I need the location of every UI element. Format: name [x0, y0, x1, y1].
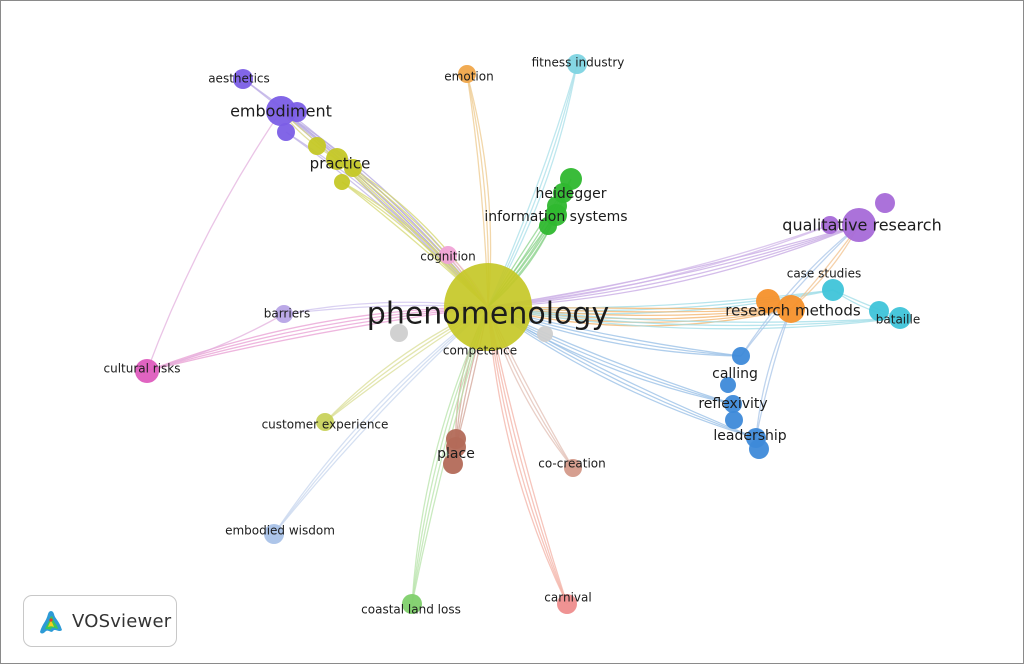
link-phenomenology-cultural-risks [146, 306, 489, 372]
node-practice[interactable] [326, 148, 348, 170]
node-cultural-risks[interactable] [135, 359, 159, 383]
node-qualitative-2[interactable] [875, 193, 895, 213]
label-coastal-land-loss[interactable]: coastal land loss [361, 603, 461, 617]
vosviewer-logo-icon [40, 611, 62, 634]
vosviewer-logo: VOSviewer [23, 595, 177, 647]
link-embodiment-cultural-risks [146, 110, 282, 372]
node-place-2[interactable] [446, 429, 466, 449]
link-phenomenology-bataille [487, 306, 901, 327]
node-reflexivity[interactable] [724, 395, 742, 413]
node-grey-right[interactable] [537, 326, 553, 342]
link-qualitative-research-calling [740, 224, 860, 357]
node-customer-experience[interactable] [316, 413, 334, 431]
link-phenomenology-qualitative-research [487, 224, 860, 308]
node-coastal-land-loss[interactable] [402, 594, 422, 614]
link-qualitative-research-calling [740, 224, 860, 357]
label-bataille[interactable]: bataille [876, 313, 920, 327]
node-phenomenology[interactable] [444, 263, 532, 351]
nodes-layer [135, 54, 911, 614]
node-qualitative-research[interactable] [842, 208, 876, 242]
link-research-methods-leadership [755, 308, 792, 439]
label-practice[interactable]: practice [310, 155, 371, 173]
link-phenomenology-cultural-risks [146, 306, 489, 372]
node-research-methods[interactable] [777, 295, 805, 323]
label-emotion[interactable]: emotion [444, 70, 493, 84]
label-barriers[interactable]: barriers [264, 307, 311, 321]
node-fitness-industry[interactable] [567, 54, 587, 74]
link-cultural-risks-barriers [146, 313, 285, 372]
label-customer-experience[interactable]: customer experience [262, 418, 389, 432]
node-aesthetics[interactable] [233, 69, 253, 89]
label-case-studies[interactable]: case studies [787, 267, 862, 281]
link-phenomenology-qualitative-research [487, 224, 860, 308]
label-fitness-industry[interactable]: fitness industry [532, 56, 625, 70]
link-phenomenology-qualitative-3 [487, 224, 831, 308]
label-calling[interactable]: calling [712, 366, 758, 382]
node-emotion[interactable] [458, 65, 476, 83]
vosviewer-logo-text: VOSviewer [72, 610, 172, 632]
node-heidegger-3[interactable] [547, 196, 567, 216]
label-phenomenology[interactable]: phenomenology [367, 297, 609, 332]
labels-layer: phenomenology competence embodiment aesthet… [103, 56, 941, 617]
node-practice-3[interactable] [344, 159, 362, 177]
node-barriers[interactable] [275, 305, 293, 323]
node-research-methods-2[interactable] [756, 289, 780, 313]
node-grey-left[interactable] [390, 324, 408, 342]
node-co-creation[interactable] [564, 459, 582, 477]
label-carnival[interactable]: carnival [544, 591, 591, 605]
label-aesthetics[interactable]: aesthetics [208, 72, 270, 86]
link-phenomenology-qualitative-research [487, 224, 860, 308]
node-heidegger-4[interactable] [539, 217, 557, 235]
link-phenomenology-bataille [487, 306, 901, 323]
node-calling[interactable] [732, 347, 750, 365]
node-calling-2[interactable] [720, 377, 736, 393]
label-qualitative-research[interactable]: qualitative research [782, 216, 941, 235]
node-embodiment[interactable] [266, 96, 296, 126]
label-information-systems[interactable]: information systems [484, 209, 627, 225]
node-carnival[interactable] [557, 594, 577, 614]
link-phenomenology-cultural-risks [146, 306, 489, 372]
node-embodied-wisdom[interactable] [264, 524, 284, 544]
node-reflexivity-2[interactable] [725, 411, 743, 429]
label-leadership[interactable]: leadership [713, 428, 786, 444]
label-research-methods[interactable]: research methods [725, 302, 861, 320]
node-practice-2[interactable] [308, 137, 326, 155]
node-practice-4[interactable] [334, 174, 350, 190]
label-embodied-wisdom[interactable]: embodied wisdom [225, 524, 335, 538]
node-case-studies[interactable] [822, 279, 844, 301]
node-qualitative-3[interactable] [821, 216, 839, 234]
node-embodiment-2[interactable] [287, 102, 307, 122]
label-heidegger[interactable]: heidegger [535, 186, 606, 202]
link-phenomenology-qualitative-3 [487, 224, 831, 308]
node-leadership-2[interactable] [749, 439, 769, 459]
label-place[interactable]: place [437, 446, 475, 462]
node-embodiment-3[interactable] [277, 123, 295, 141]
node-bataille[interactable] [889, 307, 911, 329]
label-competence[interactable]: competence [443, 344, 517, 358]
label-embodiment[interactable]: embodiment [230, 102, 332, 121]
node-bataille-2[interactable] [869, 301, 889, 321]
link-research-methods-leadership [755, 308, 792, 439]
label-cognition[interactable]: cognition [420, 250, 475, 264]
label-co-creation[interactable]: co-creation [538, 457, 605, 471]
link-phenomenology-bataille [487, 306, 901, 330]
label-cultural-risks[interactable]: cultural risks [103, 362, 180, 376]
node-cognition[interactable] [439, 246, 457, 264]
node-place-3[interactable] [443, 454, 463, 474]
label-reflexivity[interactable]: reflexivity [698, 396, 767, 412]
